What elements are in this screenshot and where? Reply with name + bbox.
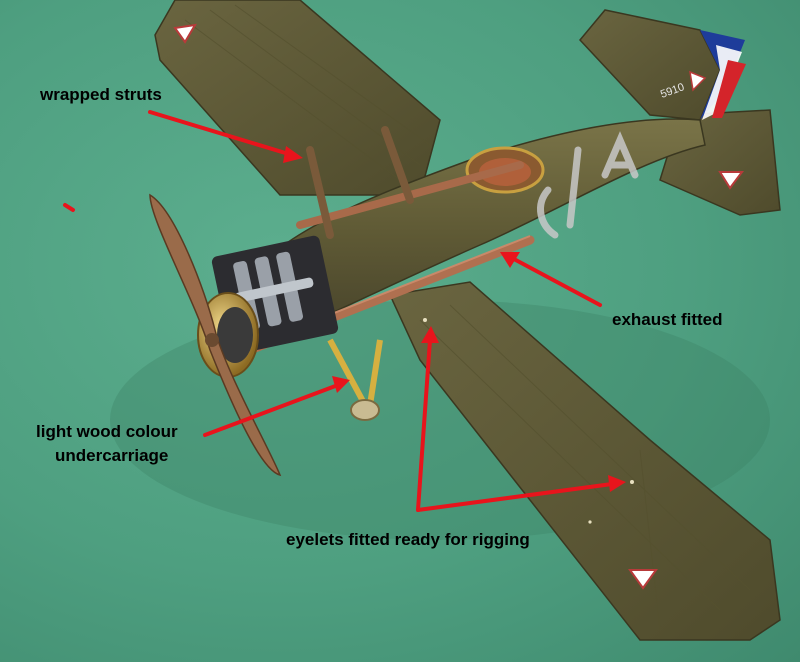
fuselage	[234, 118, 706, 346]
upper-wing	[154, 0, 441, 196]
label-undercarriage-line2: undercarriage	[55, 446, 169, 465]
tail-fin	[579, 9, 721, 121]
label-undercarriage-line1: light wood colour	[36, 422, 178, 441]
wing-roundels	[173, 23, 744, 590]
rudder-red	[712, 60, 746, 118]
annotation-arrows	[63, 110, 626, 512]
label-wrapped-struts: wrapped struts	[40, 85, 162, 104]
undercarriage-leg	[327, 338, 368, 407]
propeller-hub	[205, 333, 219, 347]
lower-wing	[388, 281, 781, 641]
label-exhaust-fitted: exhaust fitted	[612, 310, 723, 329]
label-eyelets: eyelets fitted ready for rigging	[286, 530, 530, 549]
wrapped-strut-2	[381, 126, 414, 204]
label-undercarriage: light wood colour undercarriage	[36, 420, 178, 468]
fuselage-lettering	[537, 131, 639, 239]
wrapped-strut	[306, 146, 334, 239]
undercarriage-wheel	[350, 399, 380, 421]
rigging-eyelets	[423, 318, 634, 524]
